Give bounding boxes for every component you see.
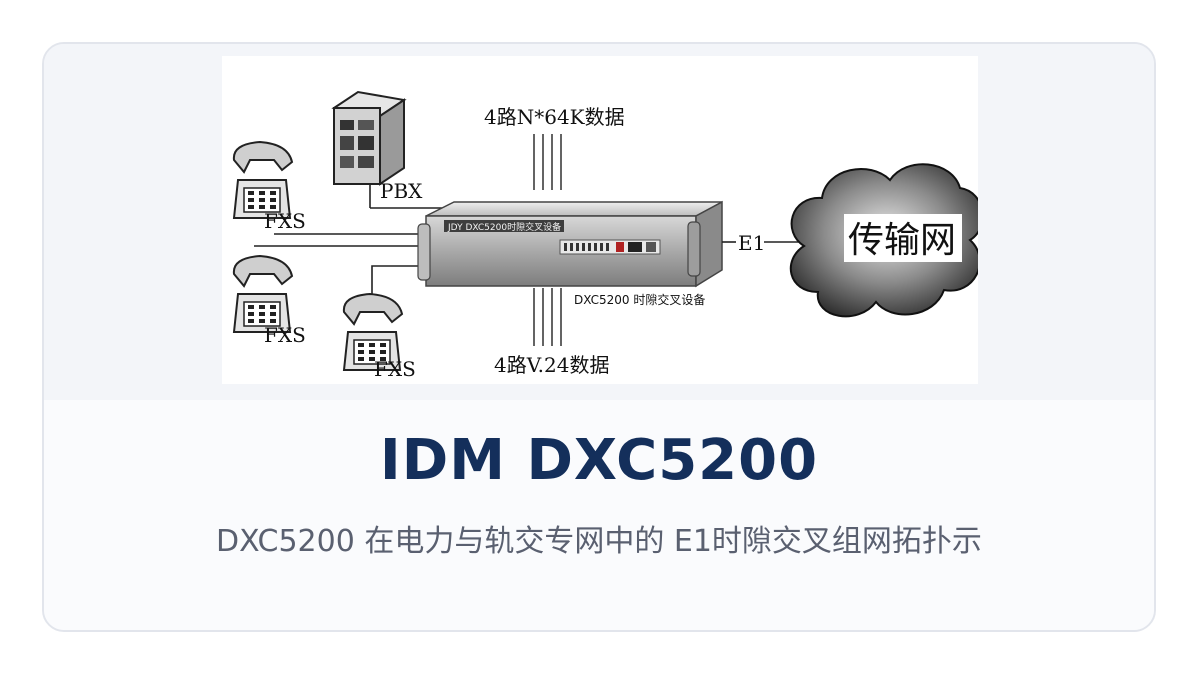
network-label: 传输网 [848, 220, 956, 261]
phone-icon-1 [232, 140, 294, 219]
figure-area: 4路N*64K数据 4路V.24数据 [44, 44, 1154, 400]
fxs-label-3: FXS [374, 357, 416, 381]
card: 4路N*64K数据 4路V.24数据 [42, 42, 1156, 632]
device-ports [564, 243, 609, 251]
page-title: IDM DXC5200 [379, 428, 819, 493]
e1-label: E1 [738, 231, 765, 255]
bottom-data-label: 4路V.24数据 [494, 353, 609, 377]
pbx-label: PBX [380, 179, 423, 203]
phone-lines [254, 233, 422, 294]
top-data-lines [533, 134, 562, 190]
bottom-data-lines [533, 288, 562, 346]
fxs-label-1: FXS [264, 209, 306, 233]
device-status-led [616, 242, 624, 252]
device-front-label: JDY DXC5200时隙交叉设备 [447, 221, 561, 233]
top-data-label: 4路N*64K数据 [484, 105, 625, 129]
pbx-server-icon [331, 90, 407, 186]
transmission-network-cloud [789, 163, 978, 318]
page-subtitle: DXC5200 在电力与轨交专网中的 E1时隙交叉组网拓扑示 [216, 524, 982, 559]
topology-diagram: 4路N*64K数据 4路V.24数据 [222, 56, 978, 384]
phone-icon-2 [232, 254, 294, 333]
phone-icon-3 [342, 292, 404, 371]
device-caption: DXC5200 时隙交叉设备 [574, 292, 705, 307]
caption-area: IDM DXC5200 DXC5200 在电力与轨交专网中的 E1时隙交叉组网拓… [44, 400, 1154, 630]
topology-svg: 4路N*64K数据 4路V.24数据 [232, 90, 978, 381]
dxc5200-device: JDY DXC5200时隙交叉设备 [417, 200, 723, 288]
fxs-label-2: FXS [264, 323, 306, 347]
